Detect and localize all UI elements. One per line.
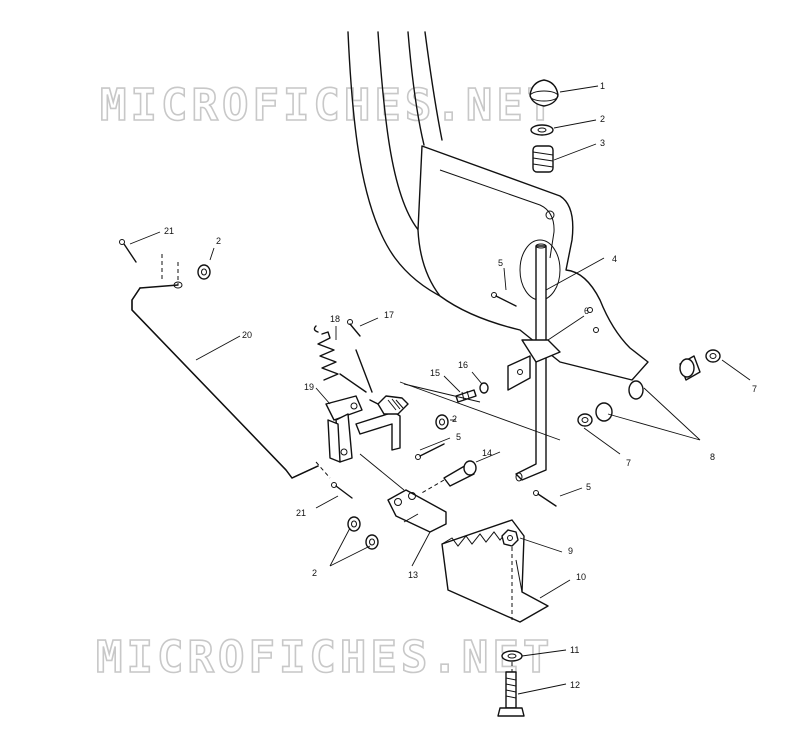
callout-1: 1 xyxy=(600,81,605,91)
part-bolt-15 xyxy=(455,389,477,403)
part-spring-18 xyxy=(313,325,367,393)
linkage-dashes xyxy=(359,381,561,491)
part-washer-2-mid xyxy=(435,414,449,430)
callout-2: 2 xyxy=(452,414,457,424)
part-clevis-pin xyxy=(419,460,477,495)
part-cap xyxy=(529,79,559,107)
part-bushing-right xyxy=(679,349,721,381)
watermark-top: MICROFICHES.NET xyxy=(100,80,557,131)
callout-21: 21 xyxy=(296,508,306,518)
part-pedal-lever xyxy=(325,395,409,463)
part-rod-bracket xyxy=(507,339,561,391)
part-pedal-arm xyxy=(387,489,447,533)
part-pin-17 xyxy=(347,319,373,393)
part-cotter-pin-upper xyxy=(491,292,517,307)
part-spring-top xyxy=(532,145,554,173)
part-cotter-pin-21-upper xyxy=(119,239,179,285)
callout-8: 8 xyxy=(710,452,715,462)
callout-17: 17 xyxy=(384,310,394,320)
part-washer-16 xyxy=(479,382,489,394)
callout-19: 19 xyxy=(304,382,314,392)
callout-4: 4 xyxy=(612,254,617,264)
part-bolt-bottom xyxy=(497,662,525,717)
callout-13: 13 xyxy=(408,570,418,580)
callout-11: 11 xyxy=(570,645,579,655)
part-cotter-pin-middle xyxy=(415,443,445,460)
callout-21: 21 xyxy=(164,226,174,236)
part-nut xyxy=(501,529,519,547)
callouts: 1 2 3 4 5 6 7 8 7 21 2 20 18 17 19 15 16… xyxy=(164,81,757,690)
callout-15: 15 xyxy=(430,368,440,378)
callout-10: 10 xyxy=(576,572,586,582)
part-rod xyxy=(515,243,547,482)
callout-9: 9 xyxy=(568,546,573,556)
part-pedal xyxy=(441,519,549,623)
part-cotter-pin-lower xyxy=(533,490,557,507)
callout-2: 2 xyxy=(600,114,605,124)
part-cotter-pin-21-lower xyxy=(315,461,353,499)
part-long-rod xyxy=(131,281,319,479)
callout-18: 18 xyxy=(330,314,340,324)
callout-5: 5 xyxy=(456,432,461,442)
part-washer-21 xyxy=(197,264,211,280)
watermark-bottom: MICROFICHES.NET xyxy=(96,632,553,683)
callout-7: 7 xyxy=(626,458,631,468)
leader-lines xyxy=(129,85,751,695)
callout-16: 16 xyxy=(458,360,468,370)
mounting-plate xyxy=(417,145,649,381)
callout-20: 20 xyxy=(242,330,252,340)
part-washers-2-lower xyxy=(347,516,379,550)
callout-5: 5 xyxy=(498,258,503,268)
part-bushing-mid xyxy=(577,380,644,427)
part-washer-top xyxy=(530,124,554,136)
callout-7: 7 xyxy=(752,384,757,394)
callout-5: 5 xyxy=(586,482,591,492)
callout-6: 6 xyxy=(584,306,589,316)
callout-2: 2 xyxy=(312,568,317,578)
part-washer-bottom xyxy=(501,650,523,662)
callout-3: 3 xyxy=(600,138,605,148)
callout-12: 12 xyxy=(570,680,580,690)
callout-2: 2 xyxy=(216,236,221,246)
callout-14: 14 xyxy=(482,448,492,458)
